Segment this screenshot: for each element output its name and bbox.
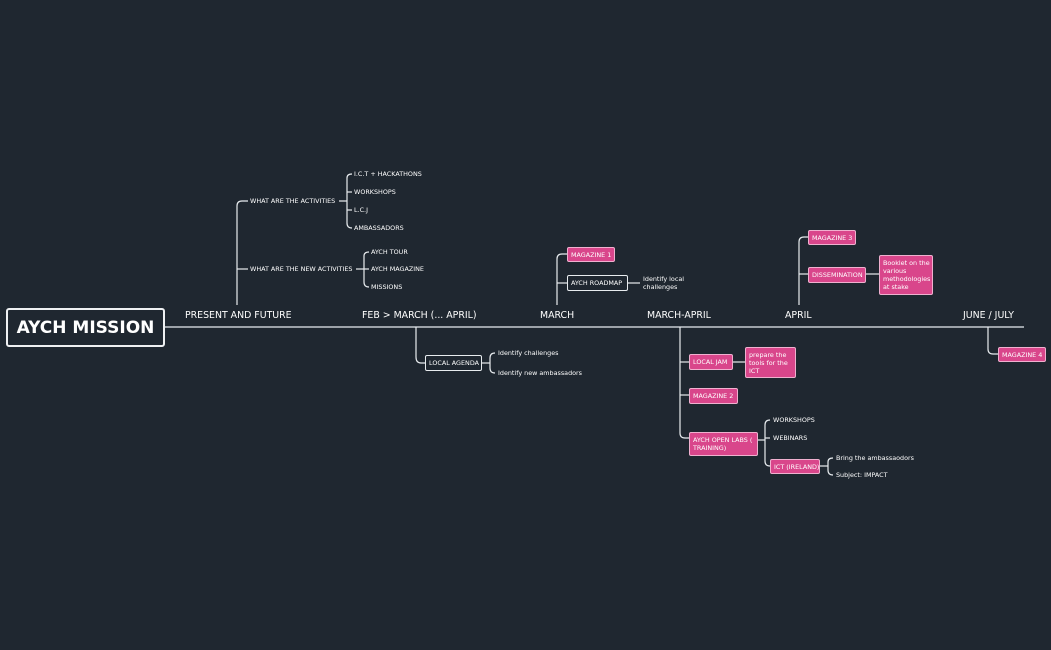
node-ict-hackathons[interactable]: I.C.T + HACKATHONS: [354, 170, 422, 178]
timeline-june-july[interactable]: JUNE / JULY: [963, 310, 1015, 321]
node-aych-tour[interactable]: AYCH TOUR: [371, 248, 408, 256]
node-missions[interactable]: MISSIONS: [371, 283, 403, 291]
node-webinars[interactable]: WEBINARS: [773, 434, 808, 442]
node-local-agenda[interactable]: LOCAL AGENDA: [425, 355, 482, 371]
timeline-feb-march[interactable]: FEB > MARCH (... APRIL): [362, 310, 477, 321]
node-workshops[interactable]: WORKSHOPS: [354, 188, 396, 196]
node-magazine-4[interactable]: MAGAZINE 4: [998, 347, 1046, 362]
root-node[interactable]: AYCH MISSION: [6, 308, 165, 347]
node-identify-ambassadors[interactable]: Identify new ambassadors: [498, 369, 583, 377]
node-aych-roadmap[interactable]: AYCH ROADMAP: [567, 275, 628, 291]
node-local-jam[interactable]: LOCAL JAM: [689, 354, 733, 370]
timeline-march[interactable]: MARCH: [540, 310, 575, 321]
node-aych-magazine[interactable]: AYCH MAGAZINE: [371, 265, 424, 273]
node-identify-local-challenges[interactable]: Identify local challenges: [643, 275, 685, 291]
timeline-present-future[interactable]: PRESENT AND FUTURE: [185, 310, 292, 321]
node-magazine-3[interactable]: MAGAZINE 3: [808, 230, 856, 245]
timeline-april[interactable]: APRIL: [785, 310, 812, 321]
node-subject-impact[interactable]: Subject: IMPACT: [836, 471, 888, 479]
node-activities[interactable]: WHAT ARE THE ACTIVITIES: [250, 197, 336, 205]
node-oplabs-workshops[interactable]: WORKSHOPS: [773, 416, 815, 424]
node-identify-challenges[interactable]: Identify challenges: [498, 349, 559, 357]
node-ict-ireland[interactable]: ICT (IRELAND): [770, 459, 820, 474]
node-prepare-tools[interactable]: prepare the tools for the ICT: [745, 347, 796, 378]
node-dissemination[interactable]: DISSEMINATION: [808, 267, 866, 283]
node-magazine-2[interactable]: MAGAZINE 2: [689, 388, 738, 404]
node-aych-open-labs[interactable]: AYCH OPEN LABS ( TRAINING): [689, 432, 758, 456]
node-bring-ambassadors[interactable]: Bring the ambassaodors: [836, 454, 914, 462]
node-booklet[interactable]: Booklet on the various methodologies at …: [879, 255, 933, 295]
timeline-march-april[interactable]: MARCH-APRIL: [647, 310, 711, 321]
node-lcj[interactable]: L.C.J: [354, 206, 368, 214]
node-new-activities[interactable]: WHAT ARE THE NEW ACTIVITIES: [250, 265, 353, 273]
node-ambassadors[interactable]: AMBASSADORS: [354, 224, 404, 232]
node-magazine-1[interactable]: MAGAZINE 1: [567, 247, 615, 262]
